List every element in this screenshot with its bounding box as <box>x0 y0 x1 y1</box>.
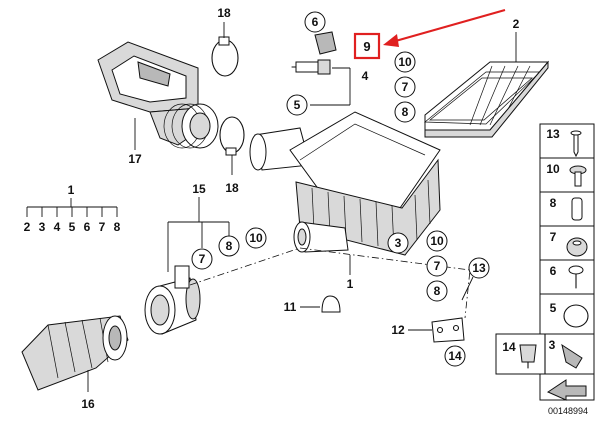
sensor-body <box>291 59 331 75</box>
callout-8-top: 8 <box>402 105 409 119</box>
callout-7-top: 7 <box>402 80 409 94</box>
callout-3-mid: 3 <box>395 236 402 250</box>
callout-8-maf: 8 <box>226 239 233 253</box>
legend-7: 7 <box>550 230 557 244</box>
callout-7-maf: 7 <box>199 252 206 266</box>
callout-12: 12 <box>391 323 405 337</box>
callout-14-bracket: 14 <box>448 349 462 363</box>
legend-5: 5 <box>550 301 557 315</box>
legend-8: 8 <box>550 196 557 210</box>
mass-air-flow-meter <box>144 265 201 335</box>
callout-circle-6 <box>304 11 326 33</box>
callout-10-maf: 10 <box>249 231 263 245</box>
highlight-box <box>353 32 381 60</box>
group-1-tree <box>26 198 118 217</box>
group-1-member-2: 2 <box>24 220 31 234</box>
callout-1-group: 1 <box>68 183 75 197</box>
alignment-line-bracket <box>299 247 471 319</box>
air-filter-housing <box>249 111 441 256</box>
sensor-cap <box>314 31 337 55</box>
group-1-member-7: 7 <box>99 220 106 234</box>
intake-bellows <box>163 103 219 149</box>
air-filter-element <box>424 60 550 138</box>
callout-circle-5-sensor <box>286 94 308 116</box>
group-1-member-4: 4 <box>54 220 61 234</box>
legend-panel: 13 10 8 7 6 5 14 3 <box>495 123 595 401</box>
intake-boot <box>21 315 129 391</box>
highlight-arrow <box>383 8 506 47</box>
catalog-number: 00148994 <box>548 406 588 416</box>
callout-18-lower: 18 <box>225 181 239 195</box>
callout-10-bracket: 10 <box>430 234 444 248</box>
cap-part <box>321 295 341 313</box>
legend-3: 3 <box>549 338 556 352</box>
mounting-bracket <box>431 317 465 343</box>
callout-11: 11 <box>284 300 297 314</box>
group-1-member-3: 3 <box>39 220 46 234</box>
callout-1-housing: 1 <box>347 277 354 291</box>
callout-4: 4 <box>362 69 369 83</box>
legend-6: 6 <box>550 264 557 278</box>
hose-clamp-upper <box>211 36 239 77</box>
callout-15: 15 <box>192 182 206 196</box>
group-1-member-6: 6 <box>84 220 91 234</box>
callout-5-sensor: 5 <box>294 98 301 112</box>
group-1-member-8: 8 <box>114 220 121 234</box>
callout-17: 17 <box>128 152 142 166</box>
callout-2: 2 <box>513 17 520 31</box>
callout-16: 16 <box>81 397 95 411</box>
orientation-arrow-icon <box>546 379 587 401</box>
callout-6: 6 <box>312 15 319 29</box>
legend-13: 13 <box>546 127 560 141</box>
legend-14: 14 <box>502 340 516 354</box>
alignment-line-maf <box>189 247 301 286</box>
legend-10: 10 <box>546 162 560 176</box>
hose-clamp-lower <box>219 116 245 156</box>
callout-10-top: 10 <box>398 55 412 69</box>
callout-7-bracket: 7 <box>434 259 441 273</box>
group-1-member-5: 5 <box>69 220 76 234</box>
callout-9: 9 <box>363 39 370 54</box>
callout-18-upper: 18 <box>217 6 231 20</box>
callout-13-bracket: 13 <box>472 261 486 275</box>
callout-8-bracket: 8 <box>434 284 441 298</box>
